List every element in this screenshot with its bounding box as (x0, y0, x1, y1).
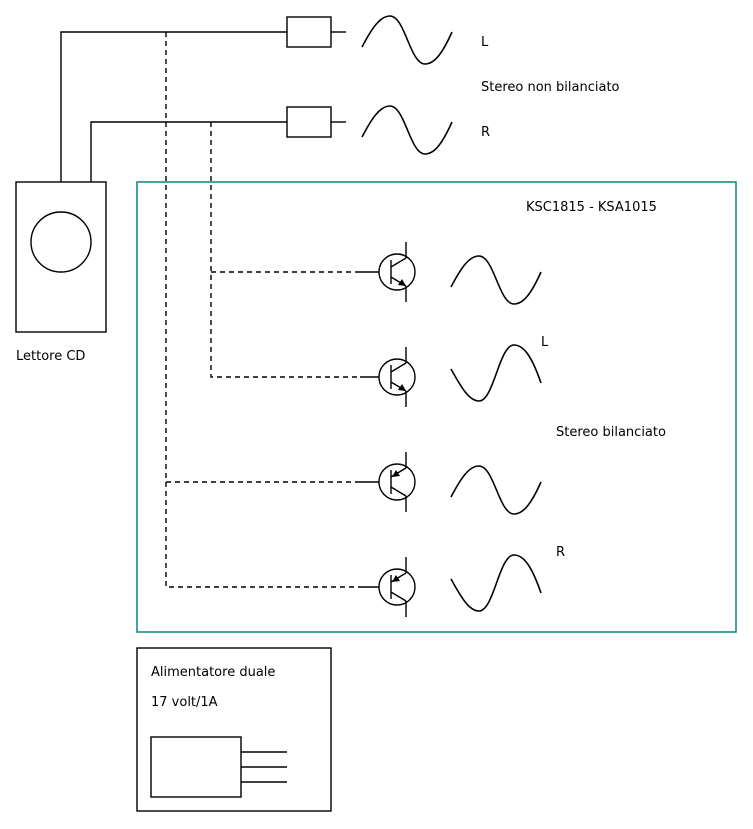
transformer-block (150, 736, 242, 798)
cd-disc-icon (30, 211, 92, 273)
transistor-npn-icon (360, 242, 416, 302)
emitter-arrow-out (398, 279, 406, 286)
resistor-right (286, 106, 332, 138)
sine-wave-balanced-3 (450, 465, 542, 515)
transistor-npn-icon (360, 347, 416, 407)
power-supply-rating: 17 volt/1A (151, 695, 218, 710)
dashed-feeds (165, 32, 360, 588)
collector-leg (390, 362, 407, 373)
resistor-left (286, 16, 332, 48)
dashed-feed-left (165, 32, 360, 588)
balanced-label-l: L (541, 335, 549, 350)
transistor-body (378, 568, 416, 606)
transistor-body (378, 463, 416, 501)
unbalanced-label-l: L (481, 35, 489, 50)
power-supply: Alimentatore duale 17 volt/1A (136, 647, 332, 812)
sine-wave-balanced-4 (450, 554, 542, 612)
sine-wave-left-unbalanced (361, 15, 453, 65)
sine-wave-balanced-1 (450, 255, 542, 305)
unbalanced-label-r: R (481, 125, 490, 140)
cd-player: Lettore CD (15, 181, 107, 364)
emitter-arrow-out (398, 384, 406, 391)
transistor-pnp-icon (360, 557, 416, 617)
collector-leg (390, 257, 407, 268)
signal-wires (60, 31, 346, 182)
transistor-body (378, 358, 416, 396)
transistor-pnp-icon (360, 452, 416, 512)
emitter-leg (390, 486, 407, 497)
balanced-title: Stereo bilanciato (556, 425, 666, 440)
emitter-arrow-in (392, 470, 400, 477)
cd-player-label: Lettore CD (16, 349, 85, 364)
sine-wave-balanced-2 (450, 344, 542, 402)
wire-right-channel (90, 121, 287, 182)
emitter-leg (390, 591, 407, 602)
dashed-feed-right (210, 122, 360, 378)
balanced-waves (450, 255, 542, 612)
balanced-label-r: R (556, 545, 565, 560)
emitter-arrow-in (392, 575, 400, 582)
cd-player-body (15, 181, 107, 333)
power-supply-title: Alimentatore duale (151, 665, 275, 680)
unbalanced-title: Stereo non bilanciato (481, 80, 620, 95)
wire-left-channel (60, 31, 287, 182)
transistor-body (378, 253, 416, 291)
sine-wave-right-unbalanced (361, 105, 453, 155)
amplifier-board (136, 181, 737, 633)
amplifier-title: KSC1815 - KSA1015 (526, 200, 657, 215)
transistor-group (360, 242, 416, 617)
